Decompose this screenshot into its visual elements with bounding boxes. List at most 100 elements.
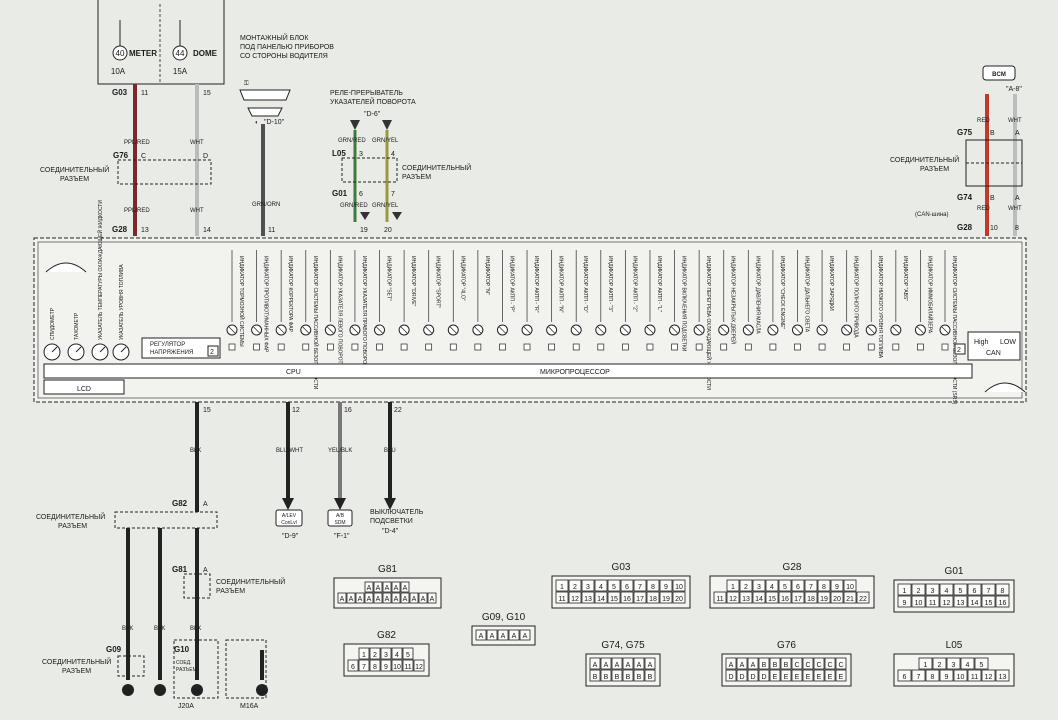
g01-pin-7: 7: [391, 191, 395, 198]
cluster-pin-16: 16: [344, 407, 352, 414]
face-view-title: L05: [946, 640, 963, 651]
face-pin: [611, 669, 623, 682]
face-pin: [953, 669, 968, 682]
key-warning-switch: ⚿ ◐ "D-10": [239, 80, 291, 126]
fuse-40-rating: 10A: [111, 67, 126, 76]
can-bus-label: (CAN-шина): [915, 212, 948, 218]
face-pin: [843, 579, 857, 592]
face-pin: [508, 629, 520, 641]
ground-symbol: [154, 684, 166, 696]
face-pin: [802, 657, 814, 670]
face-pin: [391, 659, 403, 672]
g81-caption-1: СОЕДИНИТЕЛЬНЫЙ: [216, 577, 285, 586]
face-pin: [402, 659, 414, 672]
wire-red-label-2: RED: [977, 206, 990, 212]
indicator-driver: [917, 343, 924, 351]
face-pin: [358, 647, 370, 660]
face-pin: [369, 647, 381, 660]
face-pin-label: 12: [729, 596, 737, 603]
face-pin-label: 16: [999, 600, 1007, 607]
ground-symbol: [122, 684, 134, 696]
indicator-driver: [744, 343, 752, 351]
indicator-label: ИНДИКАТОР АКПП - "R": [533, 256, 539, 313]
can-low-label: LOW: [1000, 339, 1016, 346]
indicator-driver: [253, 343, 260, 351]
face-pin-label: 6: [796, 584, 800, 591]
face-pin-label: E: [784, 674, 789, 681]
face-pin-label: 5: [980, 662, 984, 669]
indicator-lamp-cross: [548, 326, 555, 334]
face-pin: [726, 591, 740, 604]
indicator-lamp-cross: [695, 326, 703, 334]
connector-g81-label: G81: [172, 565, 188, 574]
face-pin-label: C: [838, 662, 843, 669]
face-pin: [364, 592, 374, 604]
can-badge: 2: [957, 347, 961, 354]
face-pin: [758, 657, 770, 670]
face-pin-label: 9: [903, 600, 907, 607]
face-pin-label: A: [403, 596, 408, 603]
face-pin-label: A: [403, 585, 408, 592]
face-pin-label: A: [648, 662, 653, 669]
face-pin-label: 13: [742, 596, 750, 603]
face-pin-label: 3: [931, 588, 935, 595]
face-pin: [897, 583, 912, 596]
fuse-44-rating: 15A: [173, 67, 188, 76]
indicator-lamp-cross: [892, 326, 900, 334]
face-pin-label: A: [349, 596, 354, 603]
face-pin: [589, 657, 601, 670]
indicator-lamp-cross: [450, 326, 457, 334]
key-ref: "D-10": [264, 119, 285, 126]
face-pin-label: E: [795, 674, 800, 681]
face-pin-label: 19: [820, 596, 828, 603]
face-pin-label: B: [637, 674, 642, 681]
light-switch-ref: "D-4": [382, 528, 399, 535]
face-pin: [400, 581, 410, 593]
face-pin-label: 12: [943, 600, 951, 607]
face-pin-label: 1: [731, 584, 735, 591]
face-pin-label: 7: [917, 674, 921, 681]
face-pin-label: 4: [770, 584, 774, 591]
indicator-label: ИНДИКАТОР АКПП - "N": [558, 256, 564, 313]
face-pin: [726, 579, 740, 592]
g82-pin-a: A: [203, 501, 208, 508]
face-pin-label: 22: [859, 596, 867, 603]
face-pin-label: 18: [807, 596, 815, 603]
face-pin-label: A: [523, 633, 528, 640]
face-pin: [804, 579, 818, 592]
wire-blk-label: BLK: [190, 448, 201, 454]
face-pin: [780, 669, 792, 682]
g76-caption-1: СОЕДИНИТЕЛЬНЫЙ: [40, 165, 109, 174]
indicator-driver: [769, 343, 777, 351]
face-pin-label: 1: [924, 662, 928, 669]
face-pin-label: A: [615, 662, 620, 669]
face-pin: [824, 669, 836, 682]
face-pin: [725, 669, 737, 682]
face-pin: [581, 579, 595, 592]
indicator-driver: [867, 343, 875, 351]
face-pin: [581, 591, 595, 604]
cluster-pin-20: 20: [384, 227, 392, 234]
g28-pin-11: 11: [268, 227, 275, 234]
face-pin: [519, 629, 531, 641]
face-pin-label: E: [806, 674, 811, 681]
wire-ppl-red-label: PPL/RED: [124, 140, 150, 146]
face-pin-label: A: [626, 662, 631, 669]
face-pin: [475, 629, 487, 641]
face-pin-label: E: [828, 674, 833, 681]
relay-ref: "D-6": [364, 111, 381, 118]
indicator-driver: [597, 343, 605, 351]
face-pin-label: 3: [757, 584, 761, 591]
face-pin: [981, 583, 996, 596]
face-pin-label: E: [773, 674, 778, 681]
indicator-label: ИНДИКАТОР "CHECK ENGINE": [779, 256, 785, 329]
face-pin-label: 17: [636, 596, 644, 603]
face-pin: [813, 657, 825, 670]
face-pin-label: 6: [351, 664, 355, 671]
g76-pin-c: C: [141, 153, 146, 160]
face-pin: [382, 592, 392, 604]
indicator-label: ИНДИКАТОР ДАЛЬНЕГО СВЕТА: [803, 256, 809, 333]
indicator-lamp-cross: [794, 326, 801, 334]
ground-number: 17: [157, 689, 164, 695]
